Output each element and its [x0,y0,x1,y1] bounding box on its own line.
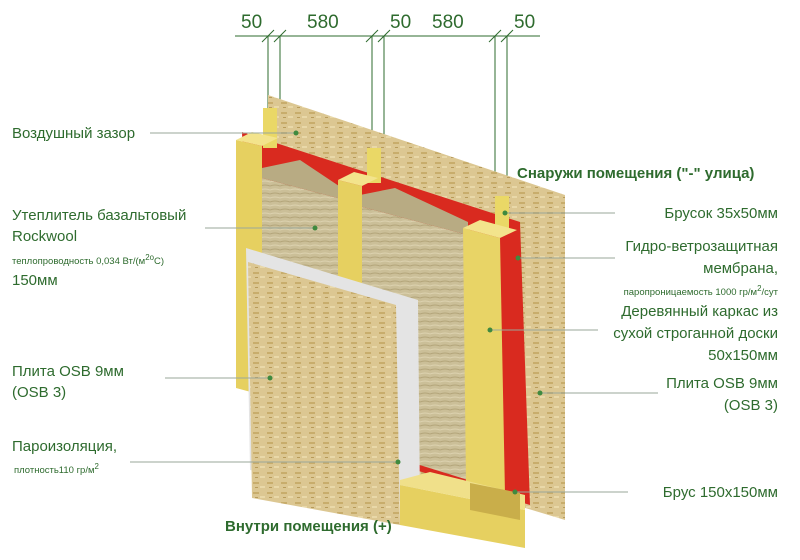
label-insulation-line2: Rockwool [12,228,78,245]
insulation-top-right [355,188,468,235]
stud-right-top [463,220,517,238]
label-vapor-note: плотность110 гр/м2 [14,462,99,477]
stud-middle-top [338,172,378,186]
dimension-50-middle: 50 [390,12,412,33]
label-membrane-line1: Гидро-ветрозащитная [625,238,778,255]
dimension-50-right: 50 [514,12,536,33]
batten-middle [367,148,381,183]
bottom-beam-front [400,485,525,548]
label-osb-right-line1: Плита OSB 9мм [666,375,778,392]
label-membrane-note: паропроницаемость 1000 гр/м2/сут [623,284,778,299]
dimension-580-right: 580 [432,12,464,33]
label-membrane-line2: мембрана, [703,260,778,277]
stud-left-top [236,132,278,146]
label-batten: Брусок 35х50мм [664,205,778,222]
label-insulation-note: теплопроводность 0,034 Вт/(м2oС) [12,253,165,268]
insulation-top-left [262,160,345,200]
stud-right-front [463,228,505,495]
leader-dots [267,130,543,495]
dimension-lines [235,29,540,195]
batten-right [495,196,509,231]
label-insulation-line1: Утеплитель базальтовый [12,207,187,224]
dimension-50-left: 50 [241,12,263,33]
label-frame-line1: Деревянный каркас из [621,303,778,320]
label-frame-line3: 50х150мм [708,347,778,364]
label-insulation-thickness: 150мм [12,272,58,289]
label-osb-left-line1: Плита OSB 9мм [12,363,124,380]
label-osb-left-line2: (OSB 3) [12,384,67,401]
osb-inner-sheet [248,262,400,525]
bottom-beam-end [470,483,520,520]
label-osb-right-line2: (OSB 3) [723,397,778,414]
label-beam: Брус 150х150мм [662,484,778,501]
label-air-gap: Воздушный зазор [12,125,136,142]
dimension-580-left: 580 [307,12,339,33]
heading-inside: Внутри помещения (+) [225,518,392,535]
label-vapor-line1: Пароизоляция, [12,438,118,455]
leader-lines [130,132,658,493]
heading-outside: Снаружи помещения ("-" улица) [517,165,755,182]
label-frame-line2: сухой строганной доски [613,325,778,342]
